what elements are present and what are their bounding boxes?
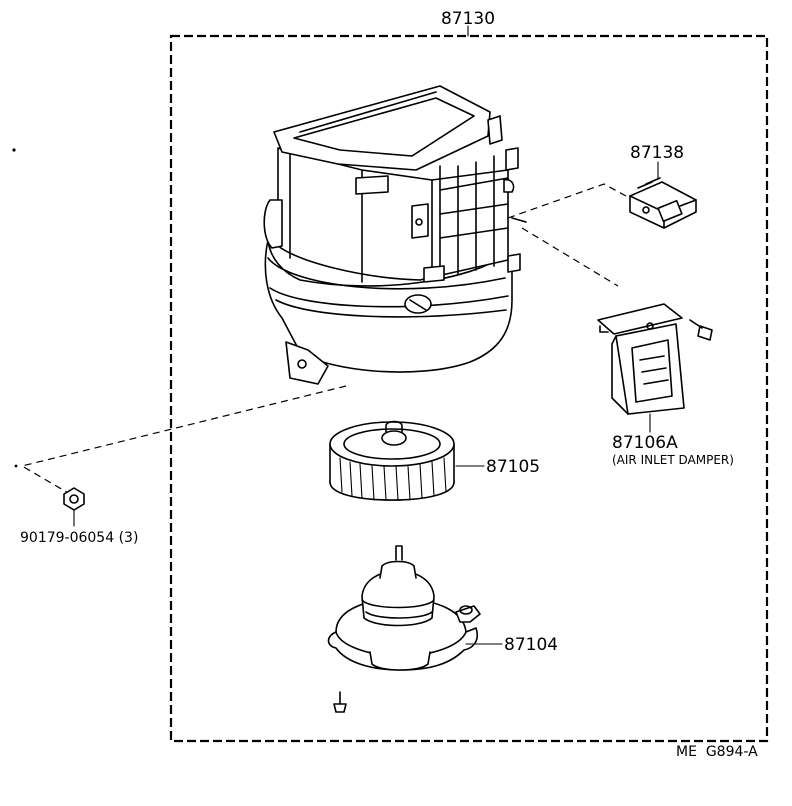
fan-part — [329, 420, 455, 501]
blower-housing — [263, 85, 527, 385]
diagram-reference-code: ME G894-A — [676, 744, 758, 760]
label-nut-part-number: 90179-06054 (3) — [20, 530, 138, 546]
motor-part — [327, 545, 481, 713]
nut-part — [63, 487, 85, 511]
label-87138: 87138 — [630, 143, 684, 163]
resistor-locator-line — [507, 183, 627, 219]
assembly-frame — [169, 34, 769, 743]
servo-locator-line — [521, 227, 619, 287]
stray-mark — [14, 464, 18, 468]
label-87104: 87104 — [504, 635, 558, 655]
label-87130: 87130 — [441, 9, 495, 29]
label-air-inlet-damper: (AIR INLET DAMPER) — [612, 453, 734, 467]
stray-mark — [12, 148, 16, 152]
label-87106a: 87106A — [612, 433, 678, 453]
nut-locator-line — [20, 385, 347, 495]
resistor-part — [629, 177, 697, 229]
label-87105: 87105 — [486, 457, 540, 477]
damper-servo-part — [597, 303, 713, 415]
